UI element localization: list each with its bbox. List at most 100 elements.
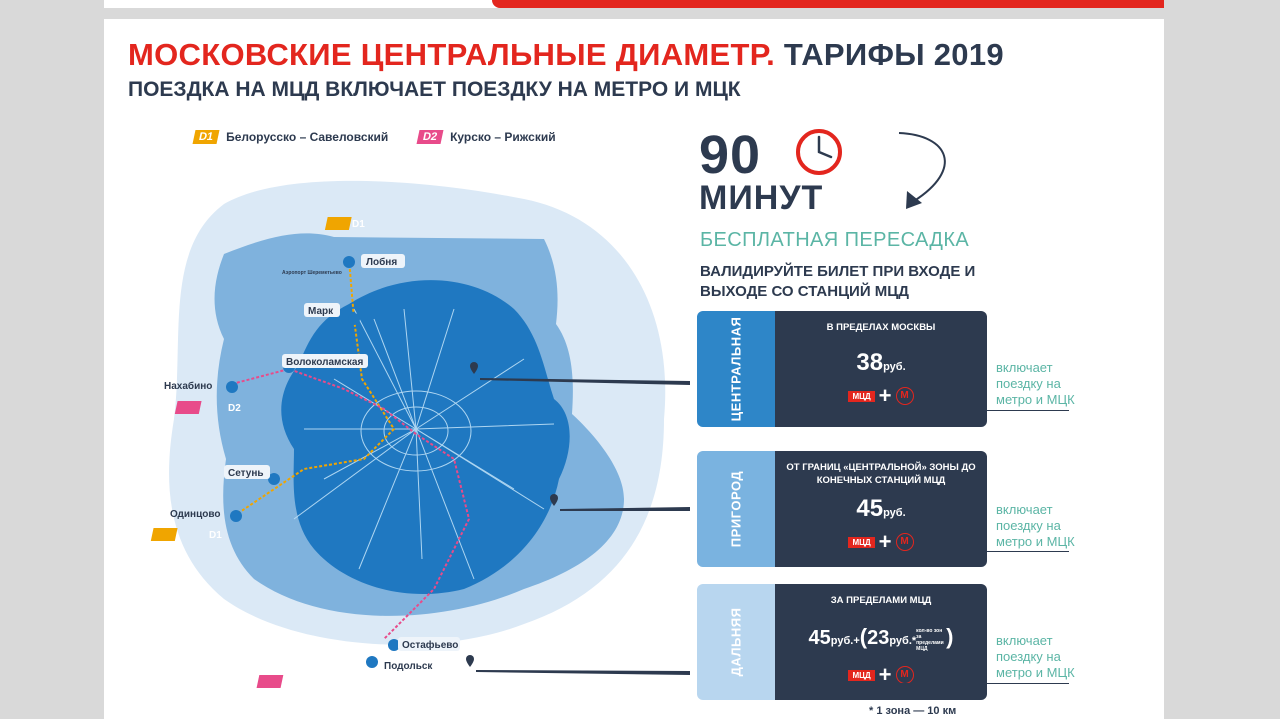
zone-central-icons: МЦД+М	[775, 383, 987, 409]
pin-far-icon	[466, 655, 474, 667]
metro-icon: М	[895, 666, 914, 684]
includes-line-1: включает	[996, 360, 1053, 375]
label-volokolamskaya: Волоколамская	[286, 357, 363, 368]
curved-arrow-icon	[898, 132, 946, 209]
label-ostafyevo: Остафьево	[402, 639, 458, 651]
zone-central-price-rub: руб.	[883, 361, 906, 373]
minutes-number: 90	[699, 125, 762, 185]
moscow-map: Лобня Аэропорт Шереметьево Марк Волокола…	[150, 180, 690, 688]
includes-line-2: поездку на	[996, 518, 1061, 533]
label-nakhabino: Нахабино	[164, 380, 212, 392]
zone-central-label: ЦЕНТРАЛЬНАЯ	[728, 316, 744, 422]
label-odintsovo: Одинцово	[170, 509, 220, 520]
map-tag-d1-southwest: D1	[209, 530, 222, 541]
zone-central: ЦЕНТРАЛЬНАЯ В ПРЕДЕЛАХ МОСКВЫ 38руб. МЦД…	[697, 311, 987, 427]
top-red-band	[492, 0, 1164, 8]
metro-icon: М	[895, 533, 914, 551]
zone-far-price-rub: руб.	[830, 635, 854, 647]
zone-central-head: В ПРЕДЕЛАХ МОСКВЫ	[826, 322, 936, 333]
includes-line-2: поездку на	[996, 376, 1061, 391]
label-podolsk: Подольск	[384, 661, 433, 672]
zone-far-side: ДАЛЬНЯЯ	[697, 584, 775, 700]
station-labels: Лобня Аэропорт Шереметьево Марк Волокола…	[164, 254, 460, 672]
zone-far-label: ДАЛЬНЯЯ	[728, 607, 744, 677]
includes-line-2: поездку на	[996, 649, 1061, 664]
underline-central	[899, 410, 1069, 411]
zone-central-price-value: 38	[856, 349, 884, 376]
legend-d1-name: Белорусско – Савеловский	[226, 130, 389, 144]
legend-d2-tag: D2	[416, 130, 444, 144]
label-setun: Сетунь	[228, 468, 264, 479]
zone-suburb-icons: МЦД+М	[775, 529, 987, 555]
label-lobnya: Лобня	[366, 256, 397, 268]
label-mark: Марк	[308, 306, 334, 317]
legend-d1: D1 Белорусско – Савеловский	[192, 130, 389, 144]
pointer-far	[476, 670, 690, 675]
dot-mark	[348, 313, 360, 325]
zone-suburb: ПРИГОРОД ОТ ГРАНИЦ «ЦЕНТРАЛЬНОЙ» ЗОНЫ ДО…	[697, 451, 987, 567]
dot-podolsk	[366, 656, 378, 668]
top-strip	[104, 0, 1164, 8]
dot-lobnya	[343, 256, 355, 268]
zone-suburb-head: ОТ ГРАНИЦ «ЦЕНТРАЛЬНОЙ» ЗОНЫ ДО КОНЕЧНЫХ…	[786, 462, 976, 486]
infographic-card: МОСКОВСКИЕ ЦЕНТРАЛЬНЫЕ ДИАМЕТР. ТАРИФЫ 2…	[104, 19, 1164, 719]
mcd-badge-icon: МЦД	[848, 669, 875, 681]
map-tag-d2-south: D2	[350, 677, 363, 688]
zone-suburb-price-value: 45	[856, 495, 884, 522]
dot-odintsovo	[230, 510, 242, 522]
zone-suburb-price: 45руб.	[775, 495, 987, 523]
underline-far	[899, 683, 1069, 684]
zone-far-icons: МЦД+М	[775, 662, 987, 688]
zone-suburb-body: ОТ ГРАНИЦ «ЦЕНТРАЛЬНОЙ» ЗОНЫ ДО КОНЕЧНЫХ…	[775, 451, 987, 567]
pin-central-icon	[470, 362, 478, 374]
zone-far: ДАЛЬНЯЯ ЗА ПРЕДЕЛАМИ МЦД 45руб.+(23руб.*…	[697, 584, 987, 700]
mcd-badge-icon: МЦД	[848, 390, 875, 402]
title-red: МОСКОВСКИЕ ЦЕНТРАЛЬНЫЕ ДИАМЕТР.	[128, 37, 775, 72]
legend-d1-tag: D1	[192, 130, 220, 144]
zone-suburb-label: ПРИГОРОД	[728, 470, 744, 548]
page-subtitle: ПОЕЗДКА НА МЦД ВКЛЮЧАЕТ ПОЕЗДКУ НА МЕТРО…	[128, 78, 741, 101]
zone-far-extra-note: кол-во зон за пределами МЦД	[916, 627, 944, 652]
zone-central-price: 38руб.	[775, 349, 987, 377]
footnote: * 1 зона — 10 км	[869, 705, 957, 717]
includes-line-3: метро и МЦК	[996, 534, 1075, 549]
map-line-tags: D1 D2 D1 D2	[150, 217, 365, 688]
free-transfer-label: БЕСПЛАТНАЯ ПЕРЕСАДКА	[700, 229, 970, 251]
zone-suburb-price-rub: руб.	[883, 507, 906, 519]
zone-far-price: 45руб.+(23руб.*кол-во зон за пределами М…	[808, 624, 954, 652]
zone-far-body: ЗА ПРЕДЕЛАМИ МЦД 45руб.+(23руб.*кол-во з…	[775, 584, 987, 700]
pin-suburb-icon	[550, 494, 558, 506]
validate-note: ВАЛИДИРУЙТЕ БИЛЕТ ПРИ ВХОДЕ И ВЫХОДЕ СО …	[700, 263, 976, 300]
legend-d2-name: Курско – Рижский	[450, 130, 556, 144]
map-tag-d1-north: D1	[352, 219, 365, 230]
dot-ostafyevo	[388, 639, 400, 651]
map-tag-d2-west: D2	[228, 403, 241, 414]
includes-line-1: включает	[996, 633, 1053, 648]
zone-far-extra-value: 23	[867, 627, 890, 649]
legend-d2: D2 Курско – Рижский	[416, 130, 556, 144]
page-title: МОСКОВСКИЕ ЦЕНТРАЛЬНЫЕ ДИАМЕТР. ТАРИФЫ 2…	[128, 37, 1004, 73]
plus-sign: +	[878, 383, 892, 408]
dot-setun	[268, 473, 280, 485]
label-sheremetyevo: Аэропорт Шереметьево	[282, 270, 342, 276]
metro-icon: М	[895, 387, 914, 405]
mcd-badge-icon: МЦД	[848, 536, 875, 548]
pointer-suburb	[560, 507, 690, 511]
underline-suburb	[899, 551, 1069, 552]
pointer-central	[480, 378, 690, 385]
zone-central-body: В ПРЕДЕЛАХ МОСКВЫ 38руб. МЦД+М	[775, 311, 987, 427]
zone-far-plus: +	[853, 635, 860, 647]
zone-far-price-value: 45	[808, 627, 831, 649]
zone-suburb-side: ПРИГОРОД	[697, 451, 775, 567]
zone-pointers	[466, 362, 690, 675]
clock-icon	[796, 129, 842, 175]
zone-far-extra-rub: руб.*	[889, 635, 917, 647]
plus-sign: +	[878, 662, 892, 687]
title-dark: ТАРИФЫ 2019	[783, 37, 1004, 72]
includes-line-3: метро и МЦК	[996, 665, 1075, 680]
includes-line-3: метро и МЦК	[996, 392, 1075, 407]
minutes-unit: МИНУТ	[699, 179, 824, 217]
